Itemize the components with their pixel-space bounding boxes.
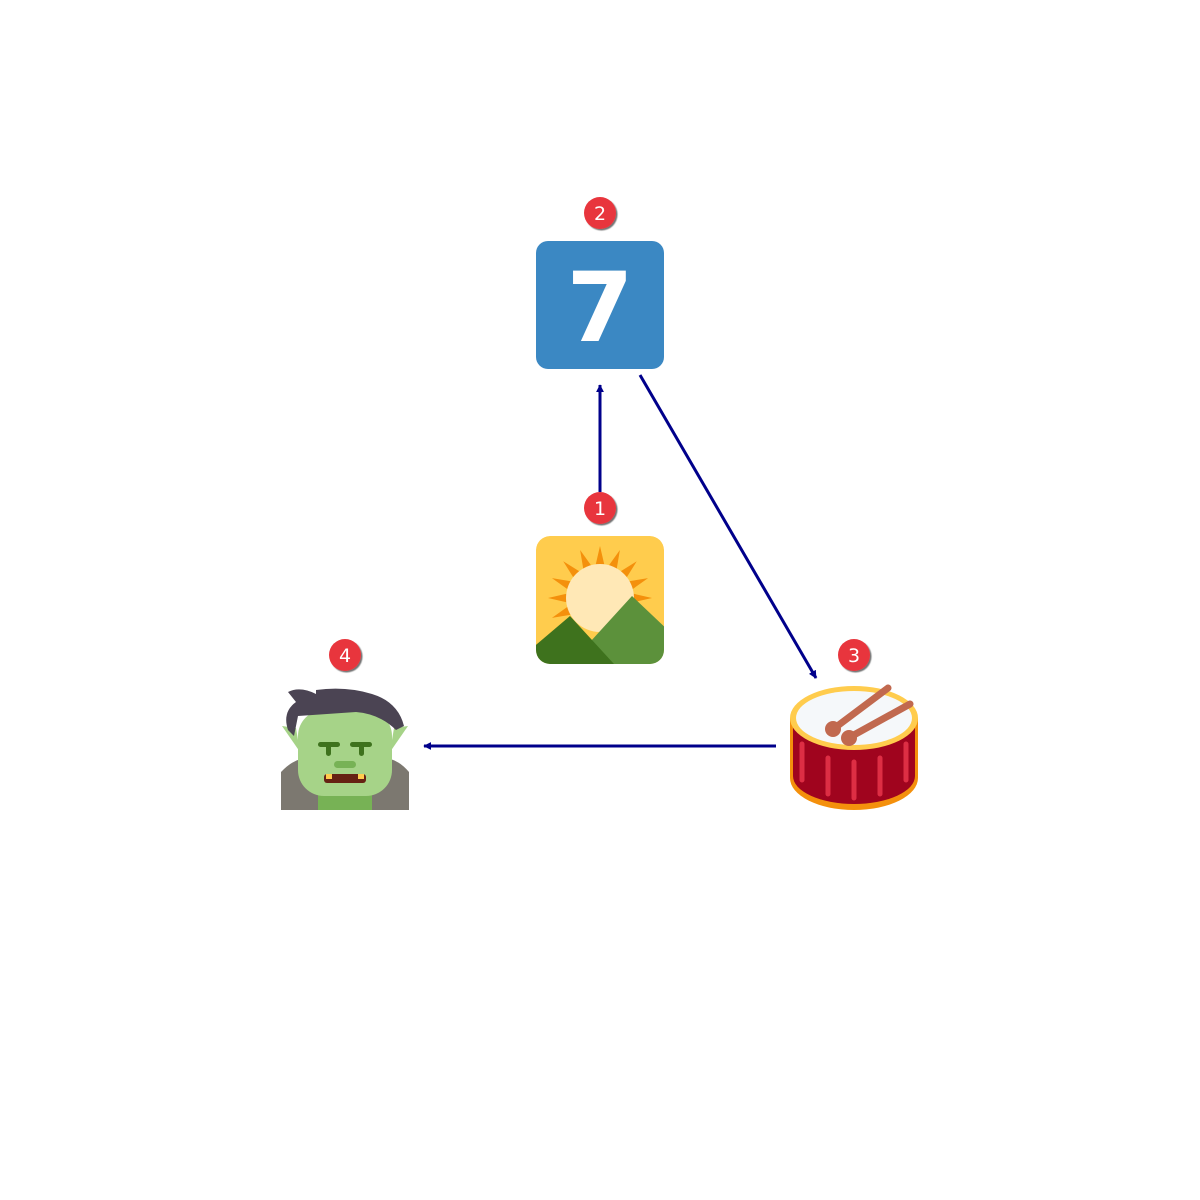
node-badge-label: 3	[848, 645, 860, 667]
node-badge	[329, 639, 361, 671]
node-4: 4	[281, 639, 409, 810]
ogre-icon	[281, 688, 409, 810]
node-badge-label: 1	[594, 498, 606, 520]
node-2: 7 2	[536, 197, 664, 369]
node-1: 1	[536, 492, 664, 664]
edges	[423, 374, 818, 750]
edge-2-to-3	[638, 374, 818, 679]
node-badge	[584, 492, 616, 524]
node-3: 3	[790, 639, 918, 810]
keycap-digit: 7	[567, 252, 634, 364]
node-badge	[838, 639, 870, 671]
drum-icon	[790, 684, 918, 810]
sunrise-over-mountains-icon	[536, 536, 664, 664]
node-badge-label: 2	[594, 203, 606, 225]
node-badge-label: 4	[339, 645, 351, 667]
keycap-digit-seven-icon: 7	[536, 241, 664, 369]
node-badge	[584, 197, 616, 229]
